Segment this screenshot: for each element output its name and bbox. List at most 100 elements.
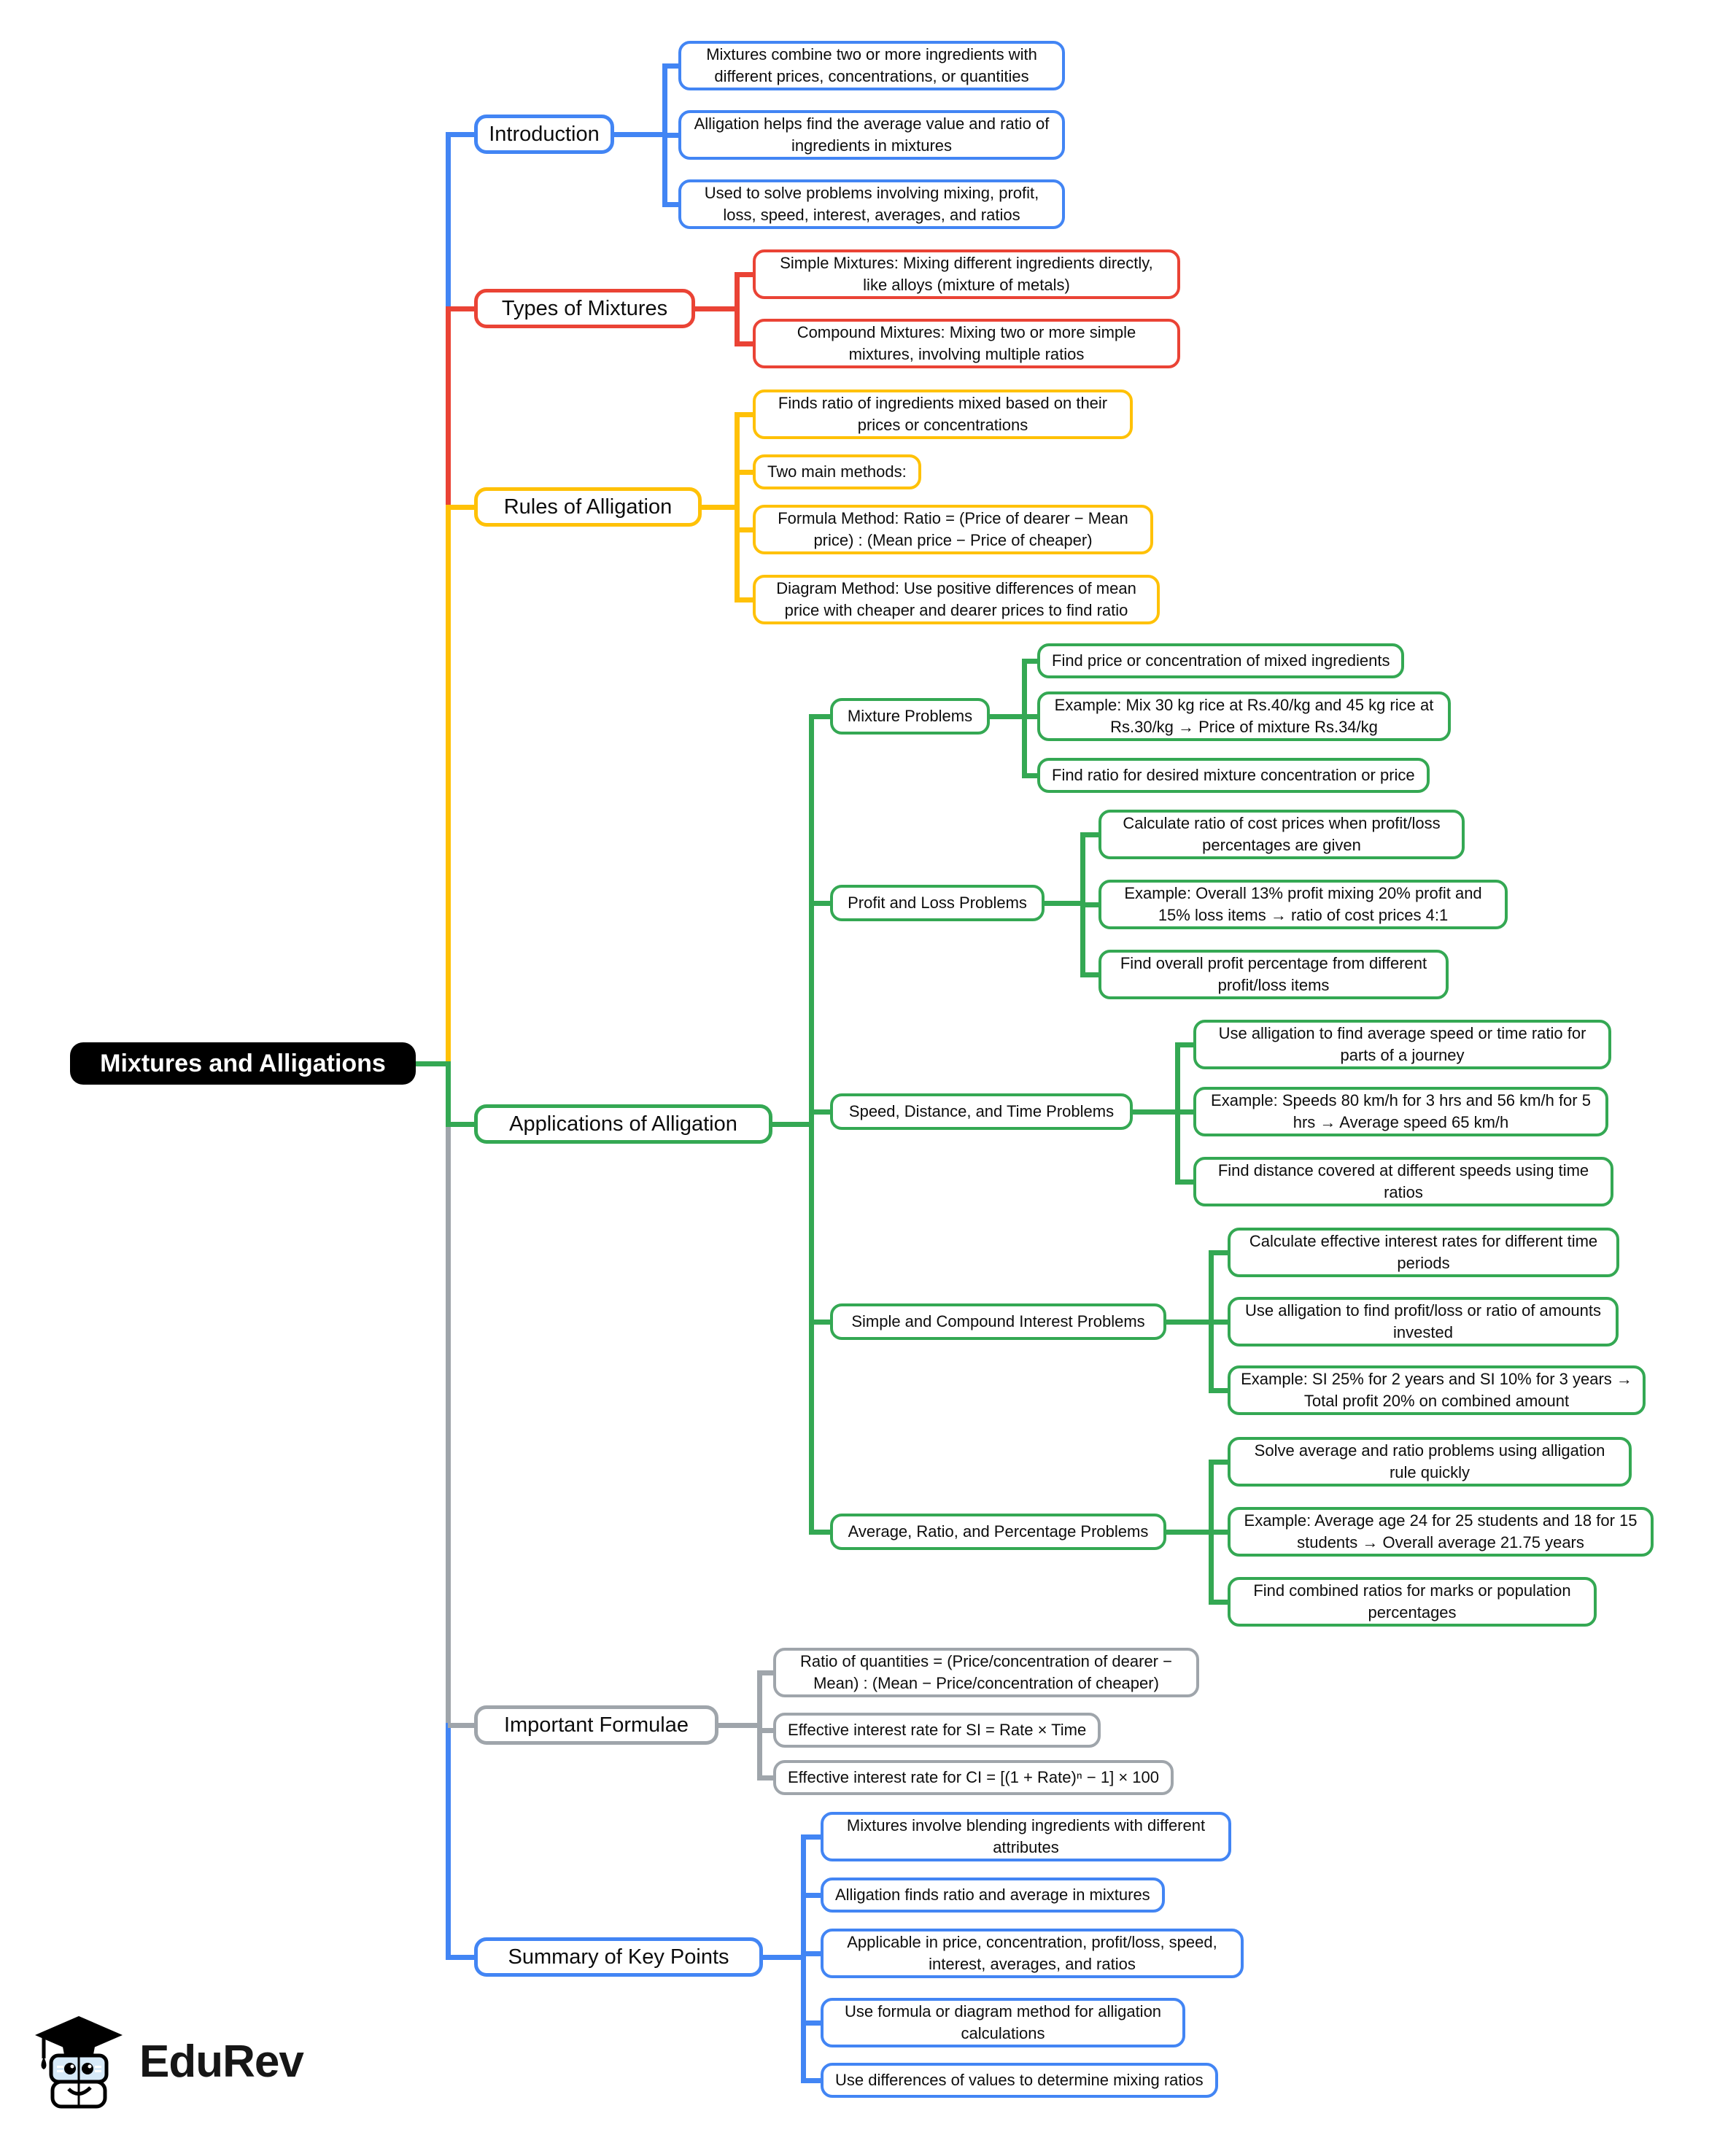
leaf-node-types-0: Simple Mixtures: Mixing different ingred… — [753, 249, 1180, 299]
connector-line — [1211, 1319, 1231, 1325]
connector-line — [1166, 1529, 1214, 1535]
connector-line — [1211, 1249, 1231, 1255]
leaf-node-rules-2: Formula Method: Ratio = (Price of dearer… — [753, 505, 1153, 554]
connector-line — [411, 1061, 451, 1066]
connector-line — [664, 63, 681, 69]
connector-line — [1082, 972, 1101, 977]
connector-line — [811, 1109, 833, 1115]
connector-line — [737, 597, 756, 602]
connector-line — [772, 1121, 814, 1127]
leaf-node-profit-1: Example: Overall 13% profit mixing 20% p… — [1098, 880, 1508, 929]
connector-line — [1177, 1179, 1196, 1185]
subbranch-node-average: Average, Ratio, and Percentage Problems — [830, 1514, 1166, 1550]
connector-line — [1133, 1109, 1180, 1115]
connector-line — [1211, 1387, 1231, 1393]
connector-line — [1024, 658, 1040, 664]
connector-line — [702, 504, 740, 510]
edurev-logo-icon — [35, 2016, 123, 2109]
connector-line — [1045, 900, 1085, 906]
connector-line — [448, 504, 480, 510]
connector-line — [800, 1834, 806, 2083]
connector-line — [756, 1670, 762, 1781]
connector-line — [1082, 902, 1101, 907]
leaf-node-average-2: Find combined ratios for marks or popula… — [1228, 1577, 1597, 1627]
leaf-node-profit-0: Calculate ratio of cost prices when prof… — [1098, 810, 1465, 859]
connector-line — [664, 201, 681, 207]
connector-line — [737, 271, 756, 277]
connector-line — [808, 713, 814, 1535]
connector-line — [737, 469, 756, 475]
connector-line — [445, 1722, 451, 1960]
leaf-node-introduction-0: Mixtures combine two or more ingredients… — [678, 41, 1065, 90]
branch-node-rules: Rules of Alligation — [474, 487, 702, 527]
connector-line — [1211, 1529, 1231, 1535]
branch-node-applications: Applications of Alligation — [474, 1104, 772, 1144]
connector-line — [811, 713, 833, 719]
leaf-node-introduction-2: Used to solve problems involving mixing,… — [678, 179, 1065, 229]
leaf-node-interest-1: Use alligation to find profit/loss or ra… — [1228, 1297, 1619, 1347]
leaf-node-rules-0: Finds ratio of ingredients mixed based o… — [753, 390, 1133, 439]
connector-line — [1024, 772, 1040, 778]
connector-line — [1024, 713, 1040, 719]
leaf-node-speed-2: Find distance covered at different speed… — [1193, 1157, 1613, 1206]
edurev-logo-text: EduRev — [139, 2036, 304, 2087]
connector-line — [1166, 1319, 1214, 1325]
connector-line — [448, 1954, 480, 1960]
connector-line — [1177, 1042, 1196, 1047]
root-node: Mixtures and Alligations — [70, 1042, 416, 1085]
connector-line — [1177, 1109, 1196, 1115]
connector-line — [445, 131, 451, 311]
leaf-node-formulae-0: Ratio of quantities = (Price/concentrati… — [773, 1648, 1199, 1697]
connector-line — [763, 1954, 806, 1960]
leaf-node-formulae-1: Effective interest rate for SI = Rate × … — [773, 1713, 1101, 1748]
connector-line — [759, 1670, 776, 1675]
leaf-node-average-1: Example: Average age 24 for 25 students … — [1228, 1507, 1654, 1557]
connector-line — [664, 132, 681, 138]
connector-line — [695, 306, 740, 311]
leaf-node-rules-3: Diagram Method: Use positive differences… — [753, 575, 1160, 624]
connector-line — [803, 1950, 824, 1956]
leaf-node-types-1: Compound Mixtures: Mixing two or more si… — [753, 319, 1180, 368]
connector-line — [737, 411, 756, 417]
subbranch-node-interest: Simple and Compound Interest Problems — [830, 1303, 1166, 1340]
connector-line — [811, 1319, 833, 1325]
edurev-logo: EduRev — [34, 2013, 304, 2109]
connector-line — [759, 1727, 776, 1733]
connector-line — [1211, 1459, 1231, 1465]
branch-node-types: Types of Mixtures — [474, 289, 695, 328]
connector-line — [448, 1722, 480, 1728]
leaf-node-speed-0: Use alligation to find average speed or … — [1193, 1020, 1611, 1069]
leaf-node-interest-0: Calculate effective interest rates for d… — [1228, 1228, 1619, 1277]
connector-line — [718, 1722, 762, 1728]
connector-line — [614, 131, 667, 137]
connector-line — [445, 504, 451, 1066]
branch-node-formulae: Important Formulae — [474, 1705, 718, 1745]
leaf-node-speed-1: Example: Speeds 80 km/h for 3 hrs and 56… — [1193, 1087, 1608, 1136]
leaf-node-introduction-1: Alligation helps find the average value … — [678, 110, 1065, 160]
connector-line — [1082, 832, 1101, 837]
leaf-node-profit-2: Find overall profit percentage from diff… — [1098, 950, 1449, 999]
connector-line — [445, 306, 451, 510]
connector-line — [445, 1061, 451, 1728]
connector-line — [990, 713, 1027, 719]
leaf-node-mixture-0: Find price or concentration of mixed ing… — [1037, 643, 1405, 678]
connector-line — [734, 411, 740, 602]
leaf-node-rules-1: Two main methods: — [753, 454, 921, 489]
leaf-node-mixture-1: Example: Mix 30 kg rice at Rs.40/kg and … — [1037, 691, 1451, 741]
connector-line — [803, 1892, 824, 1898]
connector-line — [448, 306, 480, 311]
connector-line — [759, 1775, 776, 1781]
leaf-node-mixture-2: Find ratio for desired mixture concentra… — [1037, 758, 1430, 793]
connector-line — [448, 1121, 480, 1127]
connector-line — [448, 131, 480, 137]
leaf-node-formulae-2: Effective interest rate for CI = [(1 + R… — [773, 1760, 1174, 1795]
branch-node-introduction: Introduction — [474, 115, 614, 154]
connector-line — [1211, 1599, 1231, 1605]
connector-line — [803, 1834, 824, 1840]
connector-line — [445, 1061, 451, 1127]
connector-line — [811, 900, 833, 906]
subbranch-node-mixture: Mixture Problems — [830, 698, 990, 735]
leaf-node-average-0: Solve average and ratio problems using a… — [1228, 1437, 1632, 1487]
connector-line — [737, 341, 756, 346]
leaf-node-interest-2: Example: SI 25% for 2 years and SI 10% f… — [1228, 1365, 1646, 1415]
